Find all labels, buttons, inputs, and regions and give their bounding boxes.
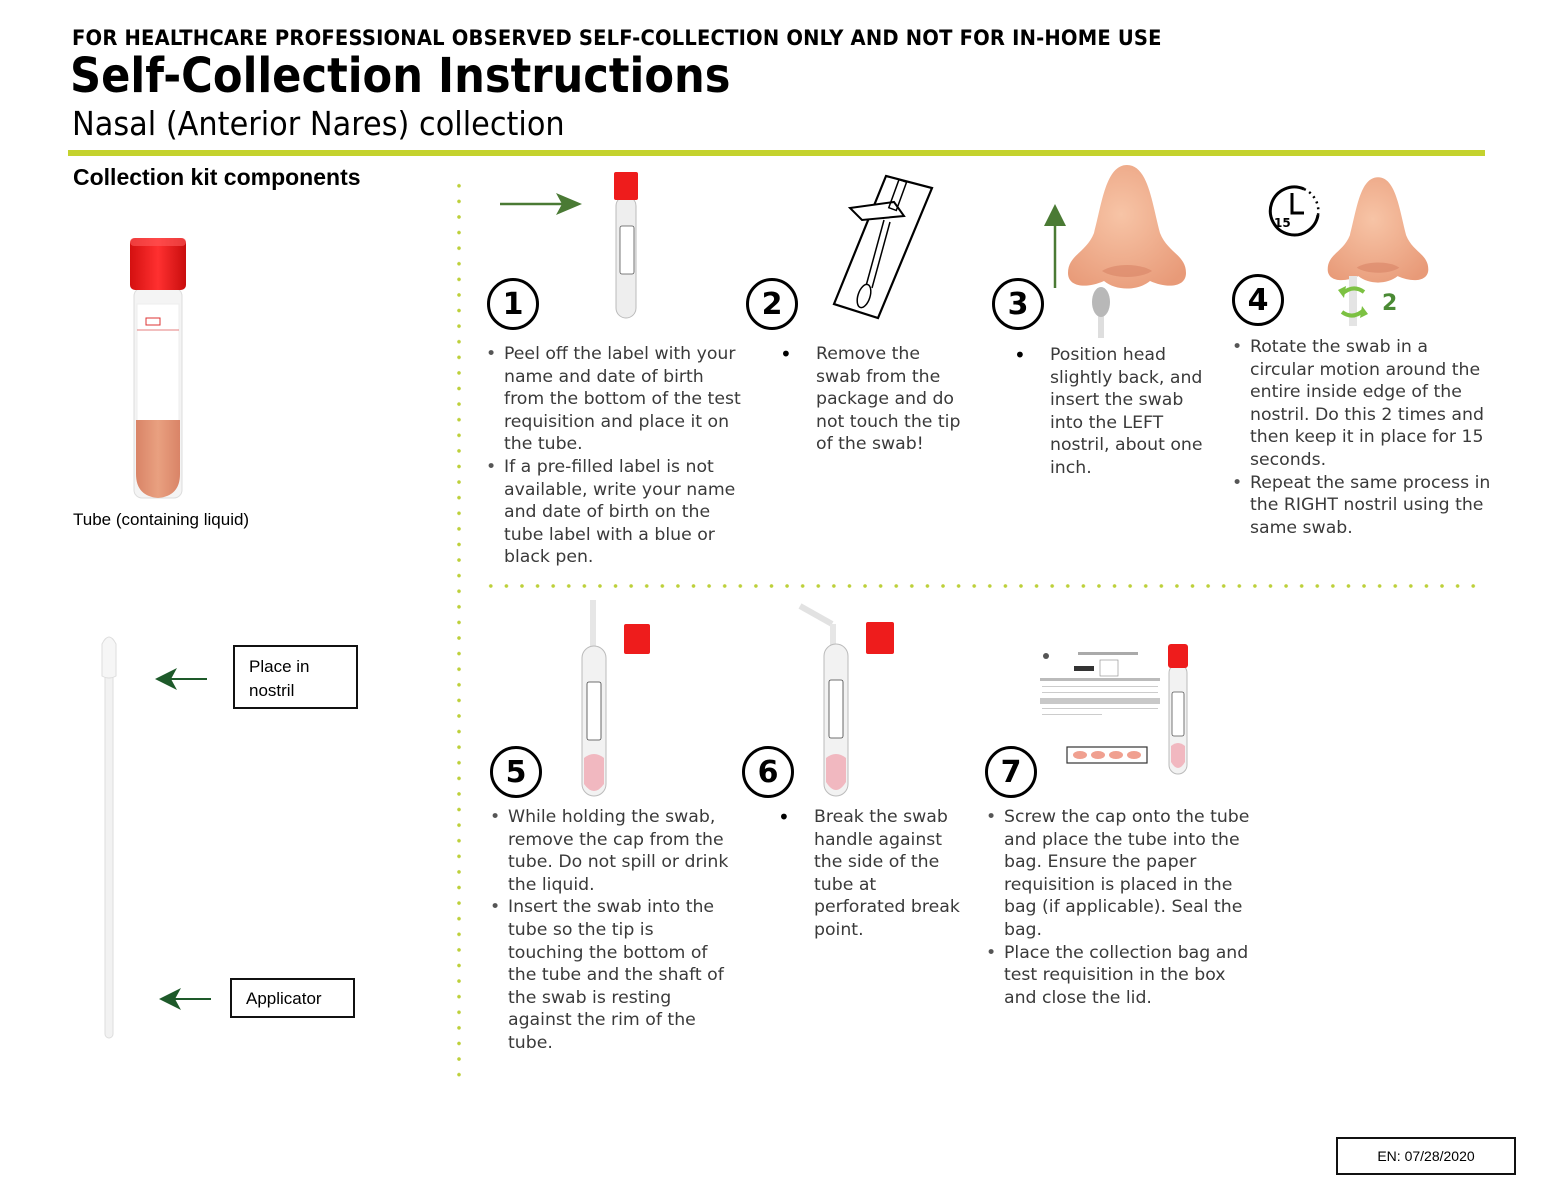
step-6-bullet: Break the swab handle against the side o… [778,806,968,942]
step-2-instructions: Remove the swab from the package and do … [780,343,970,456]
step-4-instructions: Rotate the swab in a circular motion aro… [1232,336,1492,539]
timer-clock-icon: 15 [1268,185,1320,237]
collection-tube-icon [130,238,186,499]
rotation-count: 2 [1382,291,1398,316]
arrow-left-icon [159,988,211,1010]
swab-applicator-icon [101,636,117,1039]
swab-tip-label: Place in nostril [233,645,358,709]
step-4-number: 4 [1232,274,1284,326]
edition-date-box: EN: 07/28/2020 [1336,1137,1516,1175]
step-1-number: 1 [487,278,539,330]
specimen-bag-icon [1066,746,1148,764]
broken-swab-in-tube-icon [798,603,894,797]
step-7-number: 7 [985,746,1037,798]
step-3-instructions: Position head slightly back, and insert … [1014,344,1214,480]
swab-in-tube-icon [581,600,650,797]
arrow-up-icon [1044,204,1066,288]
step-3-bullet: Position head slightly back, and insert … [1014,344,1214,480]
step-6-instructions: Break the swab handle against the side o… [778,806,968,942]
step-4-bullet: Repeat the same process in the RIGHT nos… [1232,472,1492,540]
step-5-instructions: While holding the swab, remove the cap f… [490,806,730,1055]
vertical-dotted-divider [457,178,461,1078]
kit-components-heading: Collection kit components [73,164,361,190]
capped-tube-icon [1168,644,1188,775]
step-4-bullet: Rotate the swab in a circular motion aro… [1232,336,1492,472]
nose-icon [1068,165,1186,289]
disclaimer: FOR HEALTHCARE PROFESSIONAL OBSERVED SEL… [72,26,1162,50]
arrow-right-icon [500,193,582,215]
labeled-tube-icon [614,172,638,319]
swab-package-icon [832,174,934,320]
step-1-instructions: Peel off the label with your name and da… [486,343,746,569]
step-7-bullet: Place the collection bag and test requis… [986,942,1256,1010]
header-divider [68,150,1485,156]
rotate-swab-icon [1338,276,1368,326]
step-6-number: 6 [742,746,794,798]
step-5-bullet: While holding the swab, remove the cap f… [490,806,730,896]
step-1-bullet: Peel off the label with your name and da… [486,343,746,456]
step-2-number: 2 [746,278,798,330]
horizontal-dotted-divider [483,584,1478,588]
nose-icon [1327,177,1429,283]
step-7-instructions: Screw the cap onto the tube and place th… [986,806,1256,1009]
step-1-bullet: If a pre-filled label is not available, … [486,456,746,569]
step-5-bullet: Insert the swab into the tube so the tip… [490,896,730,1054]
timer-label: 15 [1274,216,1291,230]
step-5-number: 5 [490,746,542,798]
step-7-bullet: Screw the cap onto the tube and place th… [986,806,1256,942]
page-title: Self-Collection Instructions [70,48,731,104]
page-subtitle: Nasal (Anterior Nares) collection [72,104,565,143]
swab-tip-icon [1092,287,1110,338]
arrow-left-icon [155,668,207,690]
step-3-number: 3 [992,278,1044,330]
tube-caption: Tube (containing liquid) [73,510,250,529]
step-2-bullet: Remove the swab from the package and do … [780,343,970,456]
requisition-form-icon [1040,650,1160,722]
swab-shaft-label: Applicator [230,978,355,1018]
